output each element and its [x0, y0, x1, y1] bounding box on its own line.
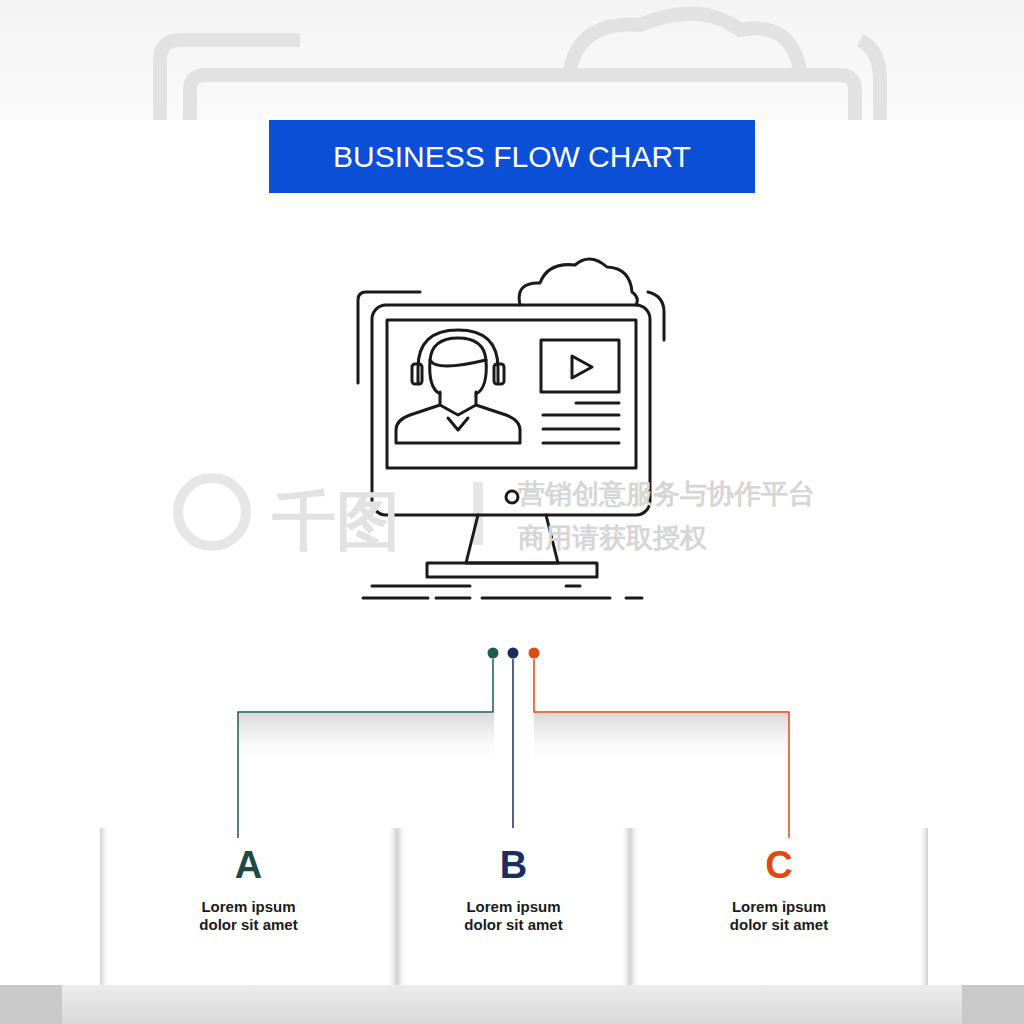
step-letter: C: [765, 846, 792, 884]
box-shadow: [630, 828, 640, 985]
flow-box: C Lorem ipsum dolor sit amet: [640, 838, 918, 985]
box-shadow: [100, 828, 110, 985]
box-shadow: [918, 828, 928, 985]
title-bar: BUSINESS FLOW CHART: [269, 120, 755, 193]
watermark-text: 营销创意服务与协作平台: [518, 476, 815, 512]
bottom-band-edge: [962, 985, 1024, 1024]
step-letter: A: [235, 846, 262, 884]
title-text: BUSINESS FLOW CHART: [333, 140, 691, 174]
connector-dot: [529, 648, 540, 659]
bottom-band: [0, 985, 1024, 1024]
faded-monitor: [160, 14, 880, 120]
connector-dot: [488, 648, 499, 659]
shadow-band: [238, 713, 494, 768]
flow-box: A Lorem ipsum dolor sit amet: [110, 838, 387, 985]
watermark-logo-text: 千图: [272, 478, 400, 565]
box-shadow: [387, 828, 397, 985]
bottom-band-edge: [0, 985, 62, 1024]
shadow-band: [534, 713, 789, 768]
box-shadow: [620, 828, 630, 985]
step-text: Lorem ipsum dolor sit amet: [719, 898, 839, 934]
faded-strip: [0, 0, 1024, 120]
box-shadow: [397, 828, 407, 985]
flow-box: B Lorem ipsum dolor sit amet: [407, 828, 620, 985]
step-text: Lorem ipsum dolor sit amet: [189, 898, 309, 934]
step-letter: B: [500, 846, 527, 884]
step-text: Lorem ipsum dolor sit amet: [454, 898, 574, 934]
leader-lines: [238, 659, 789, 838]
watermark-text: 商用请获取授权: [518, 520, 707, 556]
connector-dot: [508, 648, 519, 659]
